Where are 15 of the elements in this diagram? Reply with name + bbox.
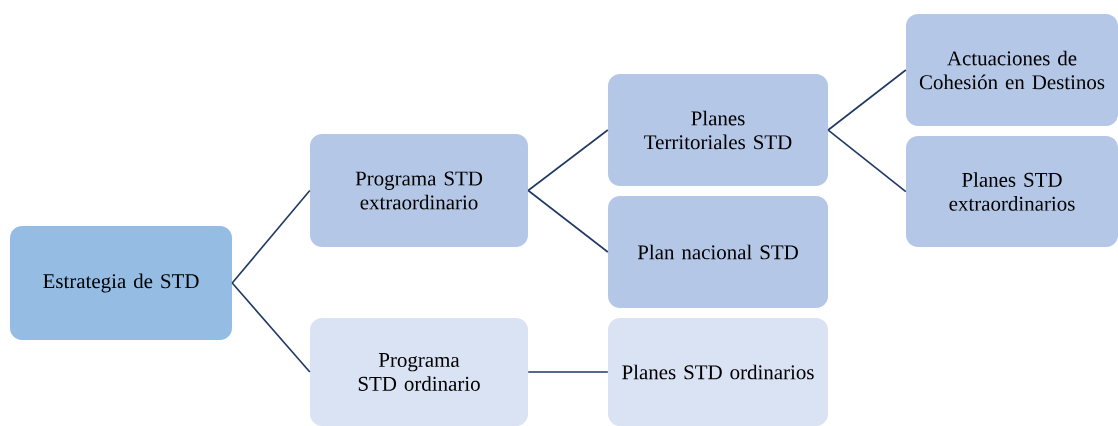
connector-line (231, 189, 311, 284)
process-box: Planes STD extraordinarios (906, 136, 1118, 247)
connector-line (827, 129, 907, 193)
process-box: Planes Territoriales STD (608, 74, 828, 186)
connector-line (231, 282, 311, 373)
process-box: Programa STD extraordinario (310, 134, 528, 247)
process-box: Programa STD ordinario (310, 318, 528, 426)
process-box: Plan nacional STD (608, 196, 828, 308)
connector-line (527, 371, 609, 373)
connector-line (527, 129, 609, 192)
connector-line (527, 189, 609, 253)
process-box: Actuaciones de Cohesión en Destinos (906, 14, 1118, 126)
process-box: Planes STD ordinarios (608, 318, 828, 426)
connector-line (827, 69, 907, 131)
process-box: Estrategia de STD (10, 226, 232, 340)
